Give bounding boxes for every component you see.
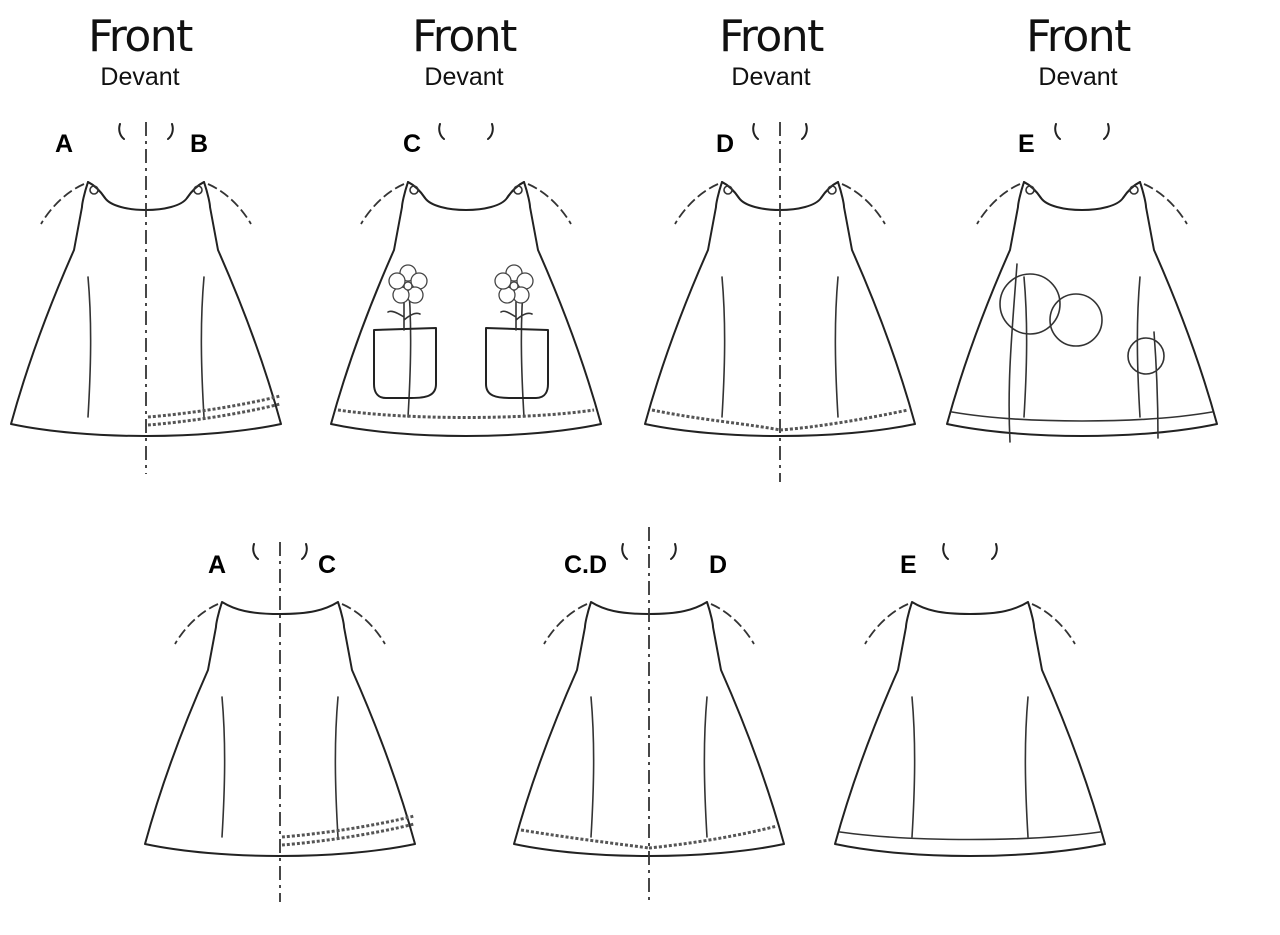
header-subtitle: Devant (1038, 63, 1118, 91)
header-subtitle: Devant (731, 63, 811, 91)
view-label-a: A (55, 130, 74, 158)
view-label-b: B (190, 130, 209, 158)
header-front-1: Front Devant (20, 12, 260, 92)
header-front-2: Front Devant (344, 12, 584, 92)
header-subtitle: Devant (424, 63, 504, 91)
view-label-e: E (1018, 130, 1035, 158)
header-subtitle: Devant (100, 63, 180, 91)
header-title: Front (719, 11, 824, 62)
view-label-c: C (403, 130, 422, 158)
header-front-4: Front Devant (958, 12, 1198, 92)
header-title: Front (412, 11, 517, 62)
view-a-c-back (144, 542, 416, 902)
view-e-back (834, 543, 1106, 857)
header-title: Front (88, 11, 193, 62)
header-title: Front (1026, 11, 1131, 62)
view-label-d: D (716, 130, 735, 158)
view-label-cd-back: C.D (564, 551, 608, 579)
view-a-b-front (10, 122, 282, 474)
header-front-3: Front Devant (651, 12, 891, 92)
view-e-front (946, 123, 1218, 443)
view-label-c-back: C (318, 551, 337, 579)
view-label-a-back: A (208, 551, 227, 579)
view-label-d-back: D (709, 551, 728, 579)
view-cd-d-back (513, 527, 785, 902)
view-label-e-back: E (900, 551, 917, 579)
view-d-front (644, 122, 916, 482)
view-c-front (330, 123, 602, 437)
